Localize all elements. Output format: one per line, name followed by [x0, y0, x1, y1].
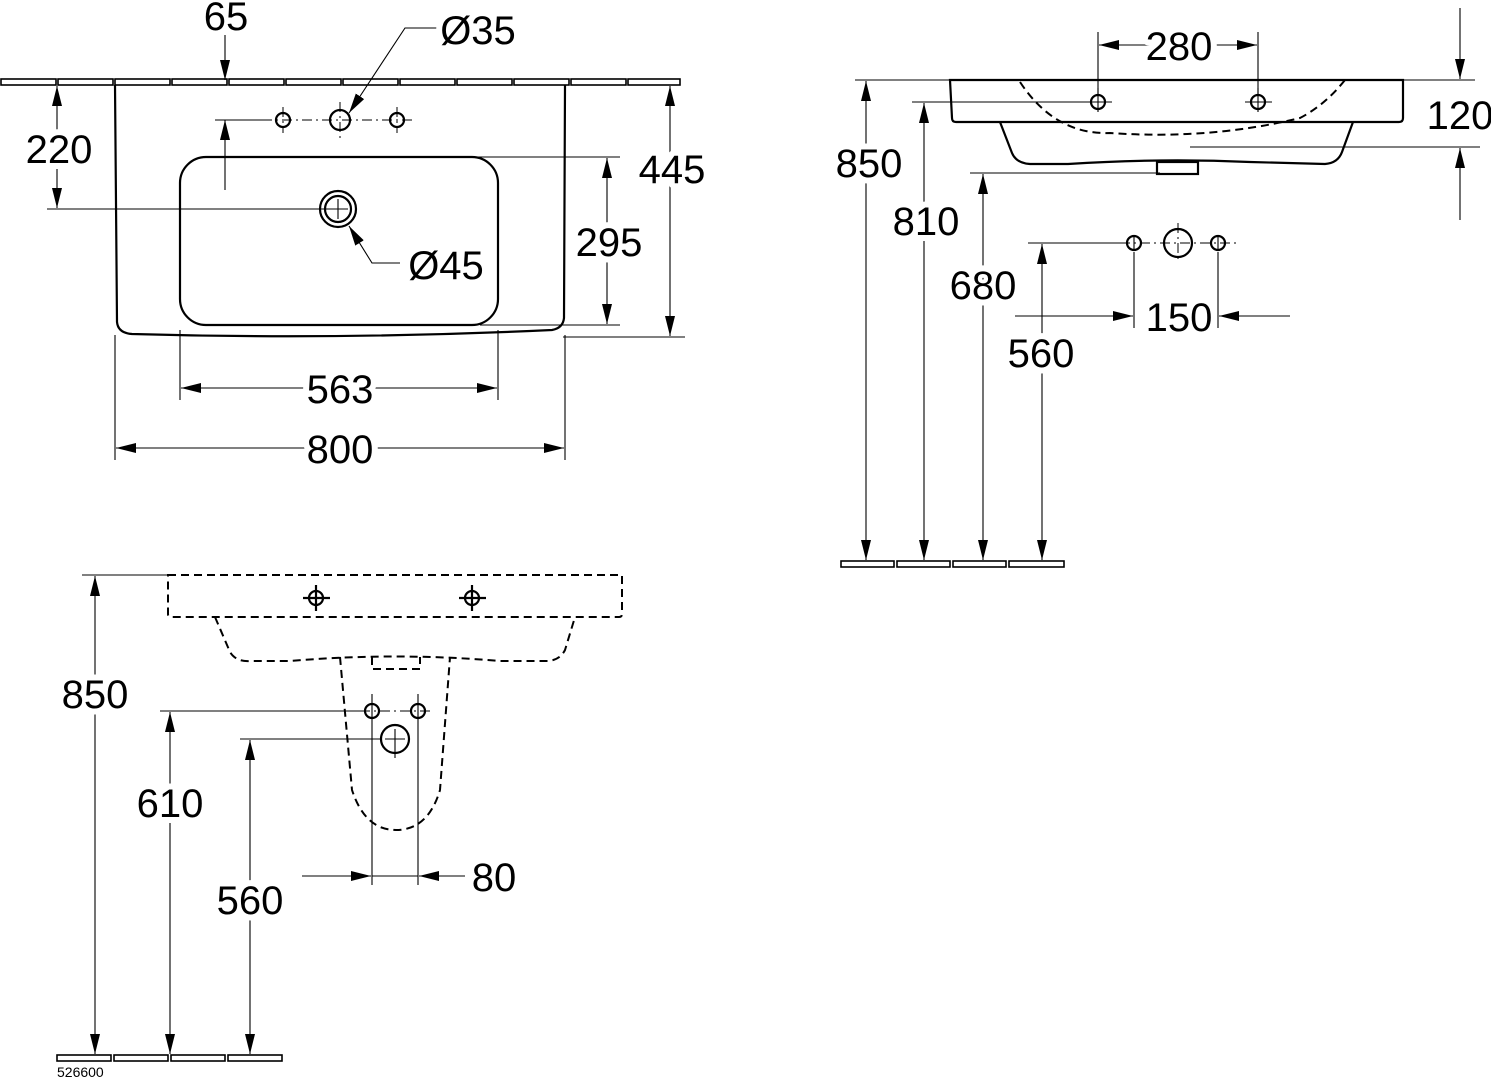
basin-hidden-outline: [167, 574, 623, 618]
dim-445-label: 445: [639, 148, 706, 192]
dim-65-label: 65: [204, 0, 249, 39]
dim-dia45-label: Ø45: [408, 244, 484, 288]
floor-strip-front: [56, 1054, 283, 1062]
bowl-outline: [178, 155, 500, 327]
side-dim-810-label: 810: [893, 200, 960, 244]
basin-bowl-outline: [998, 121, 1355, 166]
front-dim-560-label: 560: [217, 879, 284, 923]
dim-295-label: 295: [576, 221, 643, 265]
dim-dia35-label: Ø35: [440, 9, 516, 53]
side-dim-150-label: 150: [1146, 296, 1213, 340]
side-dim-560-label: 560: [1008, 332, 1075, 376]
front-view: 850 610 560 80 526600: [56, 574, 623, 1080]
dim-220-label: 220: [26, 128, 93, 172]
side-dim-680-label: 680: [950, 264, 1017, 308]
side-dim-120-label: 120: [1427, 94, 1491, 138]
dim-563-label: 563: [307, 368, 374, 412]
top-view: 65 Ø35 Ø45 220 445 295 563 800: [0, 0, 711, 478]
side-view: 280 120 850 810 680 560 150: [830, 8, 1491, 568]
basin-outline: [113, 84, 567, 338]
front-dim-80-label: 80: [472, 856, 517, 900]
front-dim-610-label: 610: [137, 782, 204, 826]
side-dim-850-label: 850: [836, 142, 903, 186]
tap-holes: [262, 102, 415, 140]
front-dim-850-label: 850: [62, 673, 129, 717]
floor-strip-side: [840, 560, 1065, 568]
dim-800-label: 800: [307, 428, 374, 472]
pedestal-hidden-outline: [339, 656, 451, 832]
tap-holes-side: [1085, 88, 1272, 112]
wall-strip: [0, 78, 681, 86]
article-number: 526600: [57, 1064, 104, 1080]
tap-holes-front: [303, 585, 486, 611]
trap-stub: [1155, 160, 1200, 176]
basin-top-outline: [948, 78, 1405, 124]
supply-holes-front: [360, 694, 430, 885]
supply-holes-side: [1120, 223, 1240, 263]
side-dim-280-label: 280: [1146, 25, 1213, 69]
